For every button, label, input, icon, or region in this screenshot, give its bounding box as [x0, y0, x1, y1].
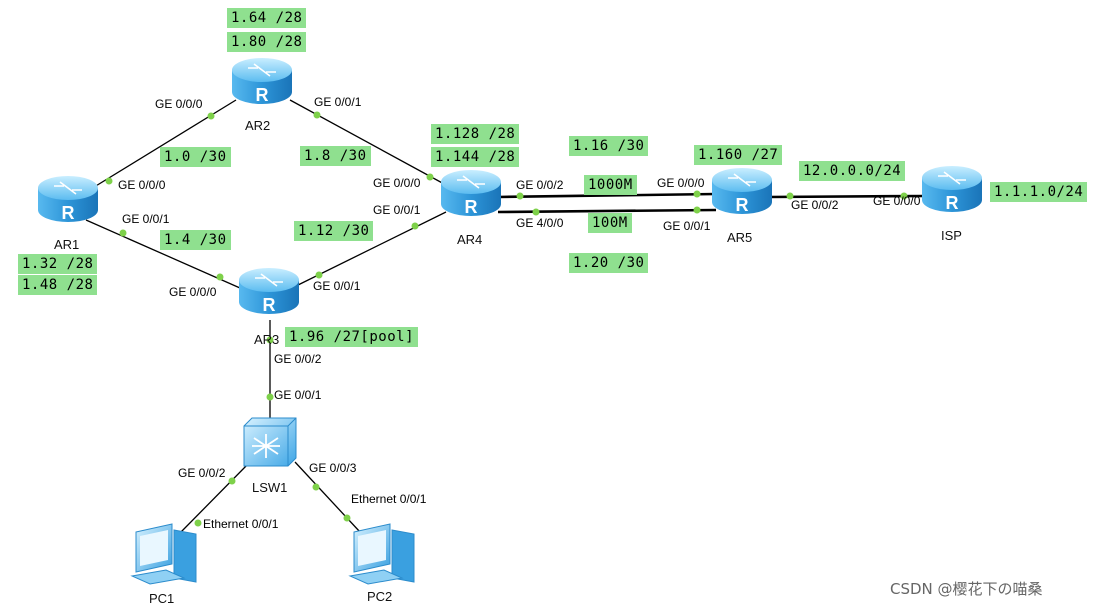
port-label: GE 0/0/0 — [657, 176, 705, 190]
subnet-label: 1.12 /30 — [294, 221, 374, 241]
port-label: GE 0/0/1 — [373, 203, 421, 217]
port-dot — [313, 111, 321, 119]
port-dot — [516, 192, 524, 200]
subnet-label: 1.80 /28 — [227, 32, 307, 52]
device-name-ar5: AR5 — [727, 230, 753, 245]
pc-icon[interactable] — [348, 523, 415, 585]
link-ar2-ar4 — [289, 99, 447, 186]
port-dot — [228, 477, 236, 485]
port-dot — [693, 190, 701, 198]
link-ar4-ar5-bottom — [497, 208, 717, 214]
port-label: Ethernet 0/0/1 — [351, 492, 427, 506]
switch-icon[interactable] — [243, 417, 297, 467]
link-ar1-ar3 — [85, 219, 241, 289]
port-dot — [312, 483, 320, 491]
subnet-label: 1.64 /28 — [227, 8, 307, 28]
bandwidth-label: 1000M — [584, 175, 637, 195]
svg-text:R: R — [62, 203, 75, 223]
watermark: CSDN @樱花下の喵桑 — [890, 580, 1043, 598]
svg-text:R: R — [946, 193, 959, 213]
port-label: GE 0/0/1 — [122, 212, 170, 226]
subnet-label: 1.48 /28 — [18, 275, 98, 295]
port-label: GE 0/0/0 — [118, 178, 166, 192]
port-dot — [426, 173, 434, 181]
port-label: GE 0/0/1 — [314, 95, 362, 109]
port-label: GE 0/0/0 — [873, 194, 921, 208]
port-label: GE 0/0/0 — [373, 176, 421, 190]
port-label: GE 0/0/2 — [516, 178, 564, 192]
subnet-label: 1.32 /28 — [18, 254, 98, 274]
router-icon[interactable]: R — [712, 168, 772, 215]
subnet-label: 1.20 /30 — [569, 253, 649, 273]
subnet-label: 1.4 /30 — [160, 230, 231, 250]
subnet-label: 1.1.1.0/24 — [990, 182, 1088, 202]
port-dot — [194, 519, 202, 527]
device-name-lsw1: LSW1 — [252, 480, 288, 495]
port-dot — [343, 514, 351, 522]
port-label: GE 0/0/2 — [178, 466, 226, 480]
link-ar4-ar5-top — [497, 192, 717, 199]
router-icon[interactable]: R — [38, 176, 98, 223]
link-lsw1-pc1 — [179, 461, 251, 534]
router-icon[interactable]: R — [239, 268, 299, 315]
port-label: GE 4/0/0 — [516, 216, 564, 230]
port-dot — [411, 222, 419, 230]
subnet-label: 1.8 /30 — [300, 146, 371, 166]
subnet-label: 1.128 /28 — [431, 124, 520, 144]
port-dot — [786, 192, 794, 200]
subnet-label: 1.96 /27[pool] — [285, 327, 419, 347]
subnet-label: 1.0 /30 — [160, 147, 231, 167]
svg-text:R: R — [465, 197, 478, 217]
svg-text:R: R — [263, 295, 276, 315]
port-dot — [266, 393, 274, 401]
device-name-ar3: AR3 — [254, 332, 280, 347]
port-dot — [693, 206, 701, 214]
port-dot — [119, 229, 127, 237]
subnet-label: 12.0.0.0/24 — [799, 161, 906, 181]
bandwidth-label: 100M — [588, 213, 632, 233]
device-name-isp: ISP — [941, 228, 962, 243]
port-label: GE 0/0/0 — [155, 97, 203, 111]
device-name-ar2: AR2 — [245, 118, 271, 133]
router-icon[interactable]: R — [441, 170, 501, 217]
link-ar5-isp — [767, 194, 927, 199]
port-label: GE 0/0/2 — [791, 198, 839, 212]
port-label: GE 0/0/0 — [169, 285, 217, 299]
port-dot — [216, 273, 224, 281]
device-name-pc1: PC1 — [149, 591, 175, 606]
port-dot — [315, 271, 323, 279]
subnet-label: 1.144 /28 — [431, 147, 520, 167]
pc-icon[interactable] — [130, 523, 197, 585]
device-name-pc2: PC2 — [367, 589, 393, 604]
router-icon[interactable]: R — [232, 58, 292, 105]
port-dot — [900, 192, 908, 200]
port-label: GE 0/0/1 — [663, 219, 711, 233]
port-label: GE 0/0/1 — [313, 279, 361, 293]
subnet-label: 1.160 /27 — [694, 145, 783, 165]
device-name-ar1: AR1 — [54, 237, 80, 252]
port-dot — [532, 208, 540, 216]
subnet-label: 1.16 /30 — [569, 136, 649, 156]
port-dot — [105, 177, 113, 185]
device-name-ar4: AR4 — [457, 232, 483, 247]
svg-text:R: R — [256, 85, 269, 105]
port-dot — [266, 336, 274, 344]
router-icon[interactable]: R — [922, 166, 982, 213]
port-label: GE 0/0/2 — [274, 352, 322, 366]
port-label: GE 0/0/1 — [274, 388, 322, 402]
port-label: GE 0/0/3 — [309, 461, 357, 475]
port-dot — [207, 112, 215, 120]
svg-text:R: R — [736, 195, 749, 215]
port-label: Ethernet 0/0/1 — [203, 517, 279, 531]
